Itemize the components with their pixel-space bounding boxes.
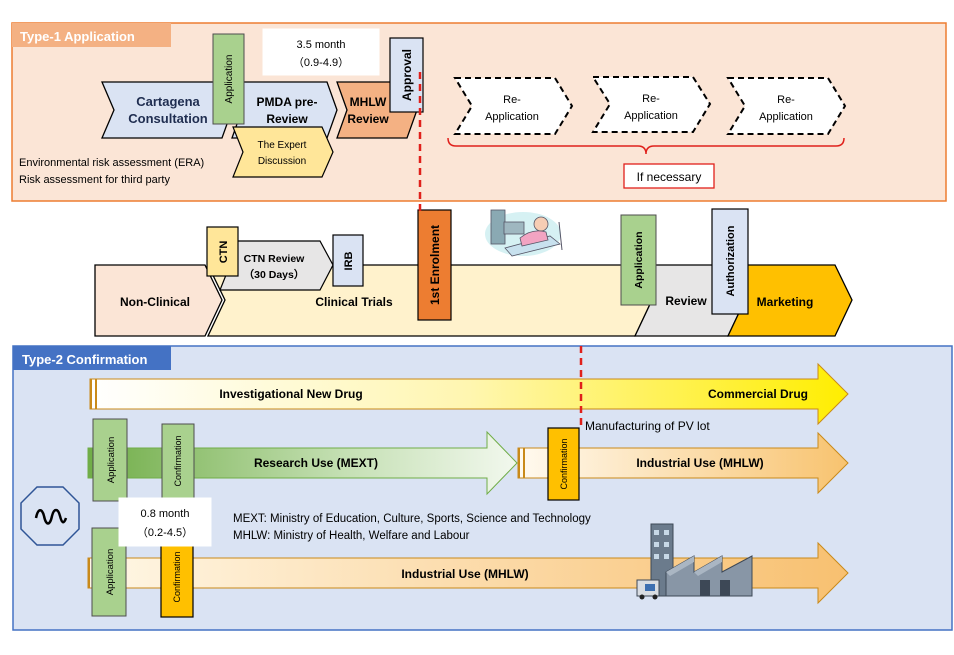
- if-necessary-label: If necessary: [637, 170, 702, 184]
- reapplication-step-2: Re- Application: [591, 76, 712, 133]
- irb-label: IRB: [343, 251, 355, 270]
- ctn-review-line1: CTN Review: [244, 253, 306, 265]
- non-clinical-step: Non-Clinical: [94, 264, 223, 337]
- ctn-label: CTN: [218, 241, 230, 264]
- reapplication-1-line1: Re-: [503, 94, 521, 106]
- development-timeline: Non-Clinical Clinical Trials Review Mark…: [94, 208, 853, 337]
- legend-mhlw: MHLW: Ministry of Health, Welfare and La…: [233, 530, 470, 542]
- type2-panel: Type-2 Confirmation Investigational New …: [12, 345, 953, 631]
- expert-step: The Expert Discussion: [232, 126, 334, 178]
- cartagena-step: Cartagena Consultation: [101, 81, 233, 139]
- irb-box: IRB: [332, 234, 364, 287]
- expert-line2: Discussion: [258, 156, 306, 167]
- reapplication-step-1: Re- Application: [453, 77, 574, 135]
- commercial-label: Commercial Drug: [708, 387, 808, 401]
- research-use-label: Research Use (MEXT): [254, 456, 378, 470]
- type2-duration-line2: （0.2-4.5）: [137, 526, 193, 539]
- pmda-step: PMDA pre- Review: [231, 81, 338, 139]
- cartagena-line2: Consultation: [128, 111, 207, 126]
- first-enrolment-label: 1st Enrolment: [428, 225, 442, 305]
- mhlw-line2: Review: [347, 112, 389, 126]
- sine-wave-icon: [20, 486, 80, 546]
- type2-confirmation-lower-label: Confirmation: [172, 551, 182, 602]
- type1-duration: 3.5 month （0.9-4.9）: [262, 28, 380, 76]
- authorization-box: Authorization: [711, 208, 749, 315]
- type1-panel: Type-1 Application Cartagena Consultatio…: [11, 22, 947, 202]
- type2-application-box-upper: Application: [92, 418, 128, 502]
- reapplication-step-3: Re- Application: [726, 77, 847, 135]
- pmda-line1: PMDA pre-: [257, 95, 318, 109]
- marketing-label: Marketing: [757, 295, 814, 309]
- reapplication-3-line2: Application: [759, 111, 813, 123]
- type2-application-upper-label: Application: [106, 437, 117, 483]
- timeline-application-label: Application: [633, 231, 645, 288]
- type2-title: Type-2 Confirmation: [22, 352, 147, 367]
- type1-application-label: Application: [224, 55, 235, 104]
- industrial-use-upper-label: Industrial Use (MHLW): [636, 456, 763, 470]
- first-enrolment-box: 1st Enrolment: [417, 209, 452, 321]
- approval-box: Approval: [389, 37, 424, 113]
- ind-commercial-arrow: Investigational New Drug Commercial Drug: [89, 362, 849, 426]
- type2-duration: 0.8 month （0.2-4.5）: [118, 497, 212, 547]
- type1-application-box: Application: [212, 33, 245, 125]
- type1-note-era: Environmental risk assessment (ERA): [19, 157, 204, 169]
- timeline-application-box: Application: [620, 214, 657, 306]
- pmda-line2: Review: [266, 112, 308, 126]
- industrial-use-arrow-upper: Industrial Use (MHLW): [517, 431, 849, 495]
- type2-application-lower-label: Application: [105, 549, 116, 595]
- non-clinical-label: Non-Clinical: [120, 295, 190, 309]
- reapplication-brace: [447, 137, 845, 155]
- type1-title-tab: [12, 23, 171, 47]
- ind-label: Investigational New Drug: [219, 387, 362, 401]
- pv-lot-label: Manufacturing of PV lot: [585, 419, 710, 433]
- reapplication-3-line1: Re-: [777, 94, 795, 106]
- ctn-review-line2: （30 Days）: [244, 268, 305, 281]
- factory-illustration: [636, 523, 753, 600]
- type1-duration-line2: （0.9-4.9）: [293, 56, 349, 69]
- expert-line1: The Expert: [258, 140, 307, 151]
- reapplication-2-line1: Re-: [642, 93, 660, 105]
- patient-illustration: [485, 209, 563, 257]
- type2-duration-line1: 0.8 month: [141, 508, 190, 520]
- ctn-box: CTN: [206, 226, 239, 277]
- cartagena-line1: Cartagena: [136, 94, 200, 109]
- type2-confirmation-box-lower: Confirmation: [160, 536, 194, 618]
- type2-confirmation-upper-label: Confirmation: [173, 435, 183, 486]
- type1-title: Type-1 Application: [20, 29, 135, 44]
- reapplication-1-line2: Application: [485, 111, 539, 123]
- type2-confirmation-box-upper: Confirmation: [161, 423, 195, 499]
- type1-duration-line1: 3.5 month: [297, 39, 346, 51]
- industrial-use-lower-label: Industrial Use (MHLW): [401, 567, 528, 581]
- pv-confirmation-box: Confirmation: [547, 427, 580, 501]
- type2-title-tab: [13, 346, 171, 370]
- if-necessary-box: If necessary: [623, 163, 715, 189]
- mhlw-line1: MHLW: [350, 95, 387, 109]
- review-label: Review: [665, 294, 707, 308]
- clinical-trials-label: Clinical Trials: [315, 295, 393, 309]
- reapplication-2-line2: Application: [624, 110, 678, 122]
- pv-confirmation-label: Confirmation: [559, 438, 569, 489]
- legend-mext: MEXT: Ministry of Education, Culture, Sp…: [233, 513, 591, 525]
- type1-note-third-party: Risk assessment for third party: [19, 174, 170, 186]
- research-use-arrow: Research Use (MEXT): [87, 430, 518, 496]
- approval-label: Approval: [400, 49, 414, 101]
- authorization-label: Authorization: [725, 225, 737, 296]
